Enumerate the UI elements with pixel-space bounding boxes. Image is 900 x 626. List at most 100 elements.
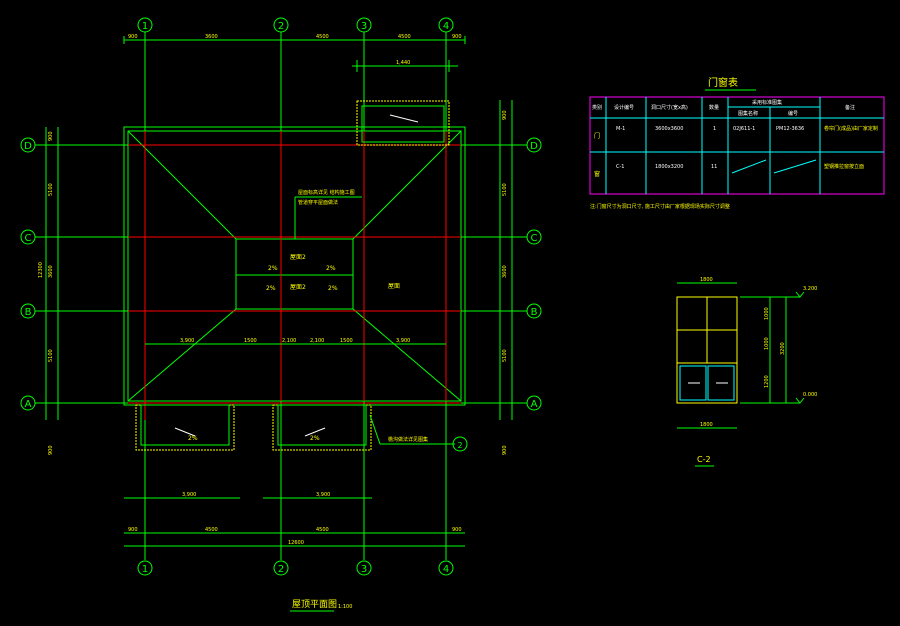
svg-text:5100: 5100 [502,349,508,362]
svg-text:2: 2 [457,441,462,450]
svg-text:1,440: 1,440 [396,60,410,66]
svg-text:备注: 备注 [845,104,855,111]
svg-text:2%: 2% [268,265,278,272]
grid-bubble-left-d: D [20,137,36,153]
svg-text:3: 3 [361,564,367,575]
svg-text:900: 900 [48,445,54,455]
svg-text:02J611-1: 02J611-1 [733,126,755,132]
grid-bubble-top-1: 1 [137,17,153,33]
svg-text:0.000: 0.000 [803,392,817,398]
grid-bubble-right-c: C [526,229,542,245]
svg-text:4500: 4500 [398,34,411,40]
dim-right: 900 5100 3600 5100 900 [499,100,513,455]
svg-text:11: 11 [711,164,717,170]
svg-text:管道穿平屋面做法: 管道穿平屋面做法 [298,199,338,206]
svg-text:1000: 1000 [764,337,770,350]
svg-text:屋面: 屋面 [388,283,400,290]
svg-text:12600: 12600 [288,540,304,546]
svg-text:4500: 4500 [205,527,218,533]
svg-text:1500: 1500 [244,338,257,344]
svg-text:2: 2 [278,564,284,575]
svg-text:卷帘门(成品)由厂家定制: 卷帘门(成品)由厂家定制 [824,125,878,132]
svg-text:2%: 2% [266,285,276,292]
svg-text:900: 900 [128,527,138,533]
svg-text:C: C [531,233,538,244]
svg-text:5100: 5100 [48,349,54,362]
svg-text:屋面标高详见 结构施工图: 屋面标高详见 结构施工图 [298,189,355,196]
svg-text:檐沟做法详见图集: 檐沟做法详见图集 [388,436,428,443]
svg-text:图集名称: 图集名称 [738,110,758,117]
roof-outline [123,126,466,406]
grid-bubble-bottom-2: 2 [273,560,289,576]
svg-text:3: 3 [361,21,367,32]
svg-text:A: A [25,399,32,410]
svg-text:3,900: 3,900 [182,492,196,498]
svg-text:1800x3200: 1800x3200 [655,164,683,170]
svg-text:2: 2 [278,21,284,32]
svg-text:4500: 4500 [316,527,329,533]
dim-left: 900 5100 3600 5100 900 12300 [38,127,59,455]
svg-text:2,100: 2,100 [282,338,296,344]
svg-text:C-1: C-1 [616,164,624,170]
svg-text:1800: 1800 [700,422,713,428]
grid-bubble-left-b: B [20,303,36,319]
svg-text:2%: 2% [188,435,198,442]
window-elevation: 1800 1000 1000 1200 3200 3.200 0.000 180… [676,277,817,467]
grid-bubble-left-a: A [20,395,36,411]
svg-text:900: 900 [502,445,508,455]
grid-bubble-top-2: 2 [273,17,289,33]
grid-bubble-right-a: A [526,395,542,411]
bottom-gutters [135,404,372,451]
svg-text:3,900: 3,900 [180,338,194,344]
svg-text:2,100: 2,100 [310,338,324,344]
svg-text:900: 900 [502,110,508,120]
grid-bubble-top-3: 3 [356,17,372,33]
svg-text:PM12-3636: PM12-3636 [776,126,804,132]
grid-bubble-bottom-1: 1 [137,560,153,576]
grid-bubble-right-b: B [526,303,542,319]
svg-text:编号: 编号 [788,110,798,117]
grid-bubble-left-c: C [20,229,36,245]
svg-text:4500: 4500 [316,34,329,40]
grid-bubble-bottom-3: 3 [356,560,372,576]
svg-text:门窗表: 门窗表 [708,76,738,89]
grid-bubble-top-4: 4 [438,17,454,33]
svg-text:采用标准图集: 采用标准图集 [752,99,782,106]
svg-text:900: 900 [48,131,54,141]
svg-text:3600: 3600 [502,265,508,278]
svg-text:1500: 1500 [340,338,353,344]
slope-labels: 2% 2% 2% 2% 屋面2 屋面2 屋面 2% 2% [188,254,400,442]
svg-text:C: C [25,233,32,244]
svg-text:3,900: 3,900 [396,338,410,344]
svg-text:洞口尺寸(宽x高): 洞口尺寸(宽x高) [651,104,688,111]
drawing-title: 屋顶平面图 1:100 [290,599,352,612]
svg-text:4: 4 [443,564,449,575]
svg-text:C-2: C-2 [697,455,711,464]
grid-bubble-right-d: D [526,137,542,153]
svg-text:2%: 2% [310,435,320,442]
svg-text:1: 1 [713,126,716,132]
svg-text:3200: 3200 [780,342,786,355]
dim-interior: 3,900 1500 2,100 2,100 1500 3,900 [145,338,446,345]
svg-text:5100: 5100 [48,183,54,196]
svg-text:D: D [24,141,32,152]
svg-text:屋顶平面图: 屋顶平面图 [292,599,337,610]
svg-text:塑钢推拉窗按立面: 塑钢推拉窗按立面 [824,163,864,170]
door-window-table: 门窗表 类别 设计编号 洞口尺寸(宽x高) 数量 采用标准图集 备注 图集名称 … [589,76,885,210]
svg-text:5100: 5100 [502,183,508,196]
dim-top: 900 3600 4500 4500 900 1,440 [123,34,466,72]
svg-text:B: B [25,307,32,318]
svg-text:M-1: M-1 [616,126,625,132]
svg-text:12300: 12300 [38,262,44,278]
svg-text:4: 4 [443,21,449,32]
svg-text:1200: 1200 [764,375,770,388]
svg-text:900: 900 [128,34,138,40]
svg-text:2%: 2% [328,285,338,292]
top-protrusion [356,100,450,146]
svg-text:D: D [530,141,538,152]
svg-text:1: 1 [142,564,148,575]
svg-text:2%: 2% [326,265,336,272]
svg-text:900: 900 [452,34,462,40]
svg-text:3600x3600: 3600x3600 [655,126,683,132]
dim-bottom: 3,900 3,900 900 4500 4500 900 12600 [124,492,465,547]
